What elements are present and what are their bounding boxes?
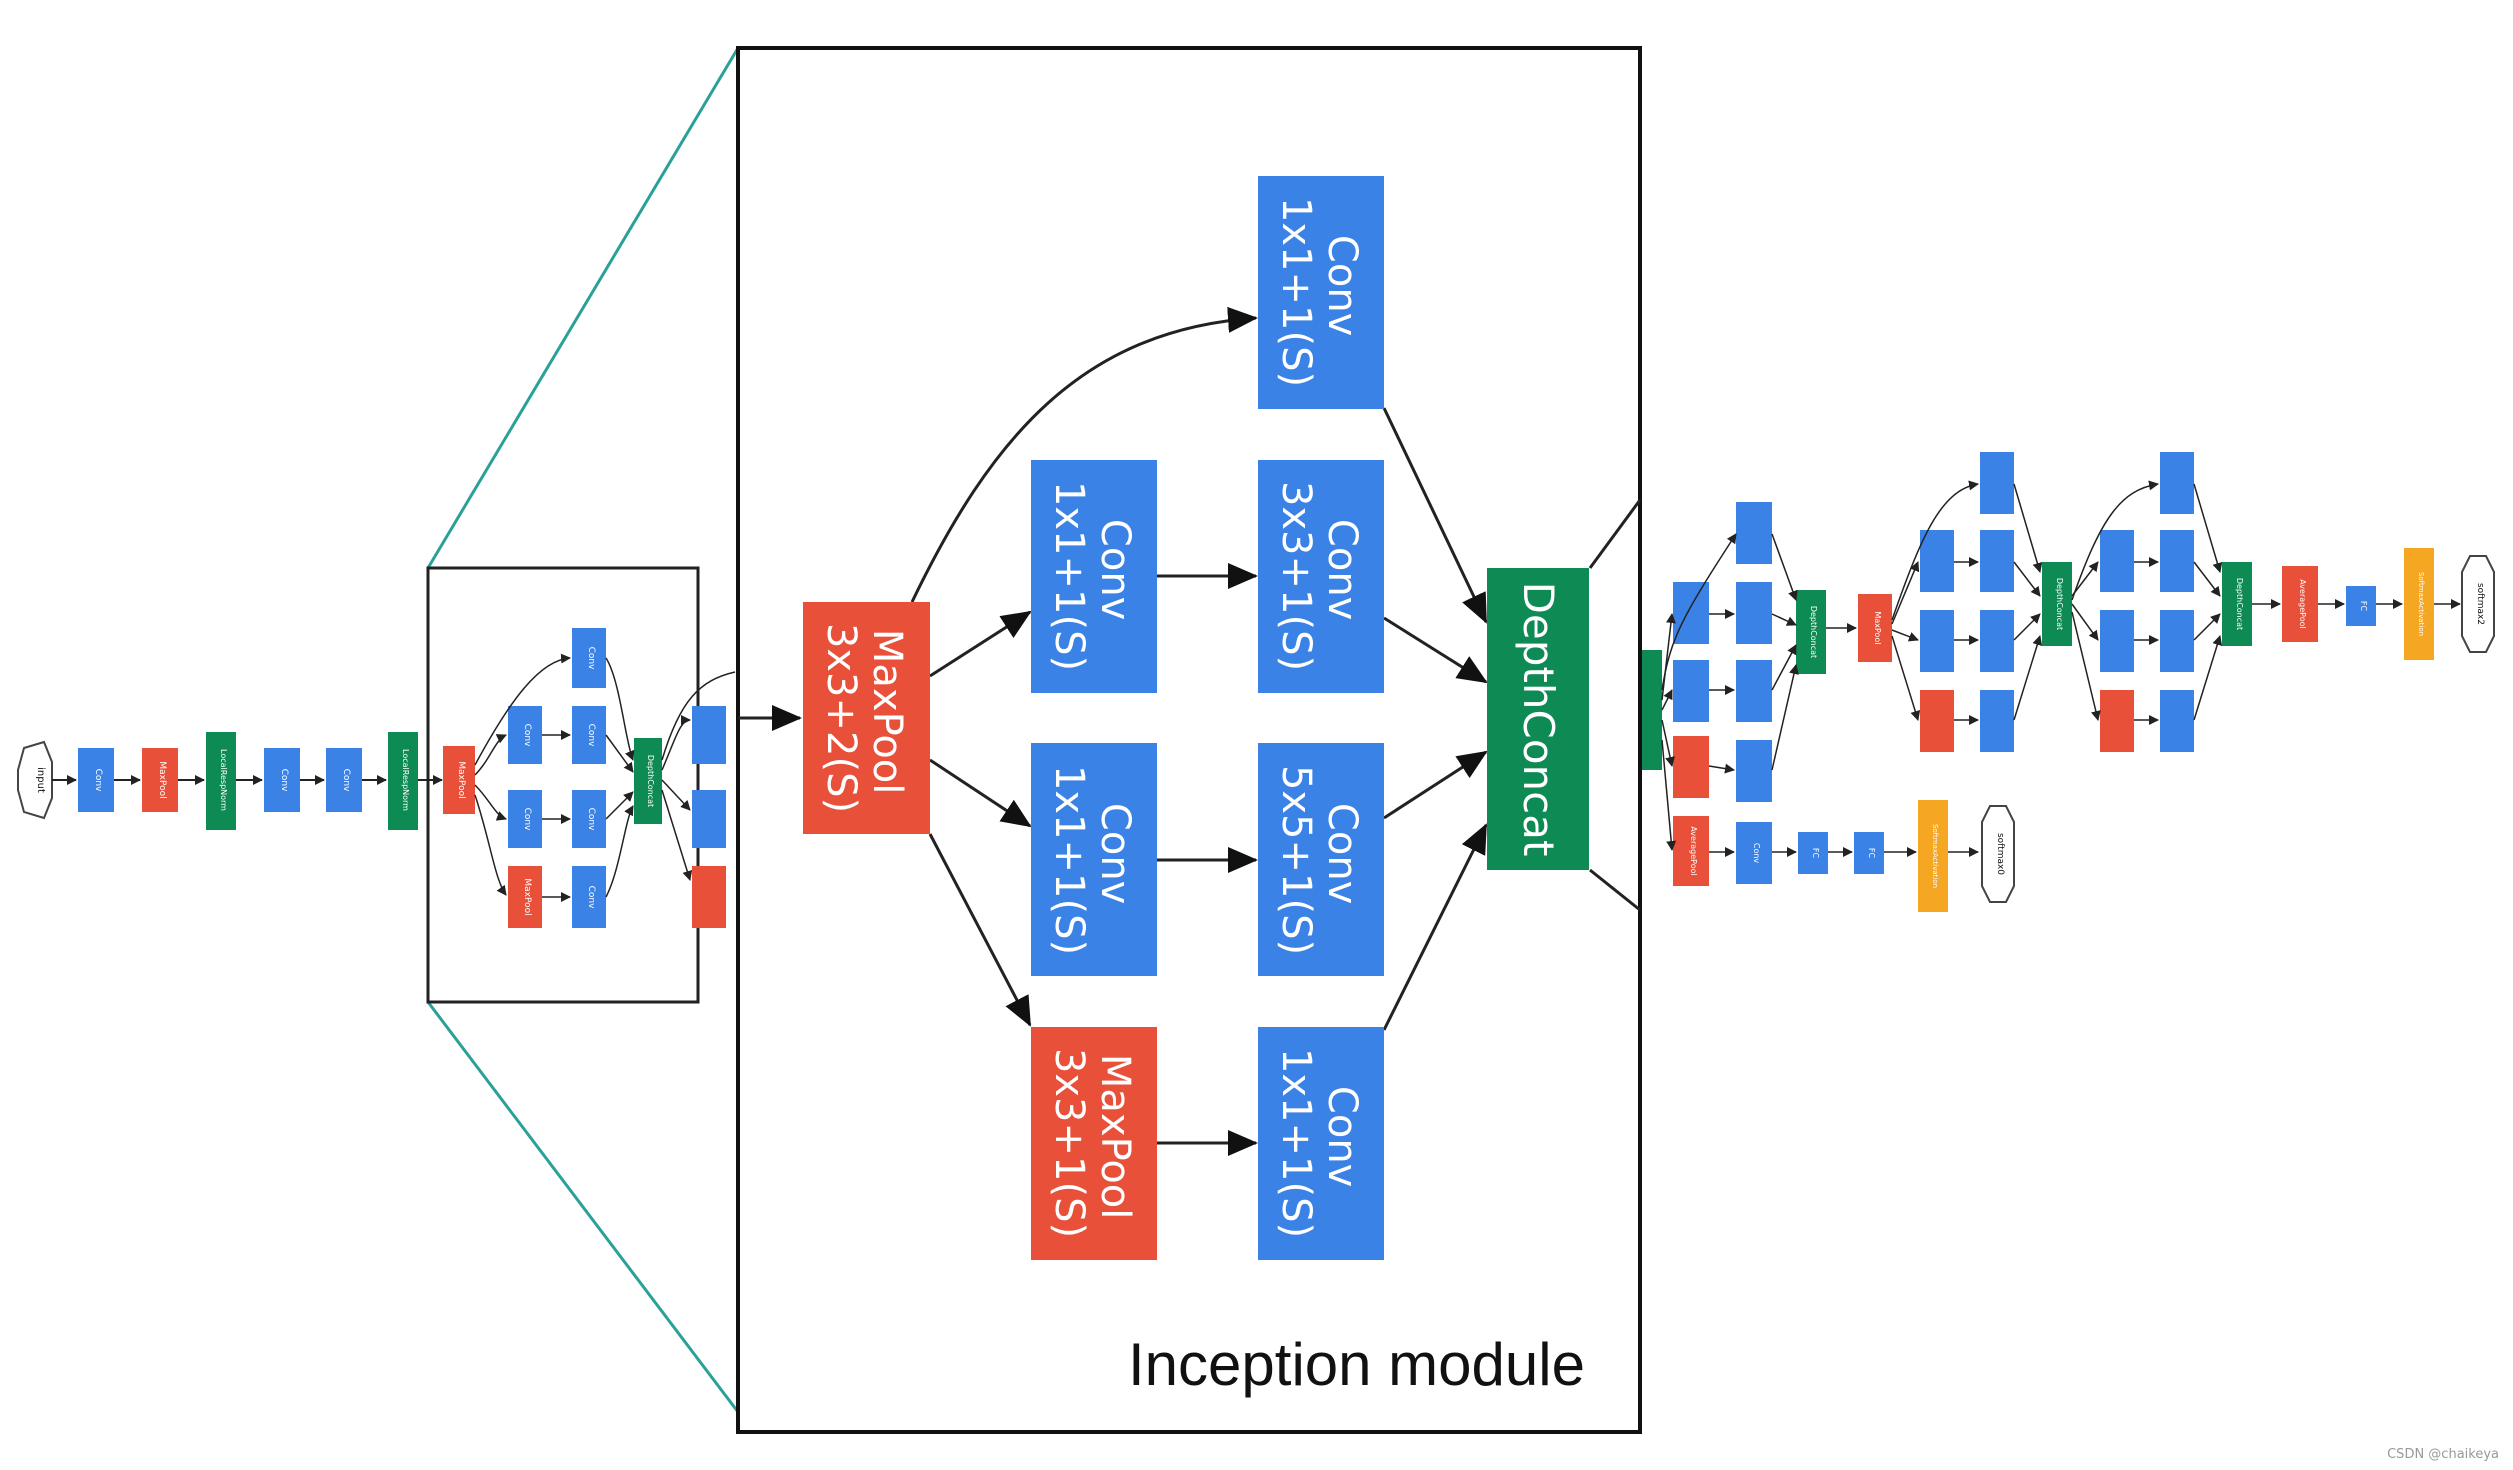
- mini-network-right: DepthConcat MaxPool AveragePool Conv FC …: [1642, 452, 2495, 912]
- conv-1x1-b-label: Conv 1x1+1(S): [1046, 765, 1138, 955]
- zoom-source-box: [426, 566, 700, 1004]
- svg-text:DepthConcat: DepthConcat: [2055, 578, 2064, 630]
- mini-lrn-1: [206, 732, 236, 830]
- maxpool-input-node: [803, 602, 930, 834]
- conv-5x5-node: [1258, 743, 1384, 976]
- svg-text:DepthConcat: DepthConcat: [2235, 578, 2244, 630]
- conv-3x3-label: Conv 3x3+1(S): [1273, 481, 1365, 671]
- mini-maxpool-1: [142, 748, 178, 812]
- mini-lrn-2-label: LocalRespNorm: [401, 749, 410, 811]
- conv-1x1-c-label: Conv 1x1+1(S): [1273, 1048, 1365, 1238]
- module-edges: [738, 306, 1642, 1156]
- svg-text:Conv: Conv: [586, 886, 596, 909]
- module-nodes: MaxPool 3x3+2(S) Conv 1x1+1(S) Conv 1x1+…: [803, 176, 1589, 1260]
- maxpool-input-label: MaxPool 3x3+2(S): [818, 623, 910, 813]
- svg-text:DepthConcat: DepthConcat: [646, 755, 655, 807]
- svg-text:SoftmaxActivation: SoftmaxActivation: [2417, 572, 2425, 636]
- final-softmax-activation: [2404, 548, 2434, 660]
- svg-text:MaxPool: MaxPool: [522, 878, 532, 915]
- conv-1x1-a-label: Conv 1x1+1(S): [1046, 481, 1138, 671]
- final-avgpool: [2282, 566, 2318, 642]
- maxpool-branch-node: [1031, 1027, 1157, 1260]
- mini-maxpool-1-label: MaxPool: [157, 761, 167, 798]
- svg-text:DepthConcat: DepthConcat: [1809, 606, 1818, 658]
- mini-conv-1-label: Conv: [93, 769, 103, 792]
- conv-1x1-top-label: Conv 1x1+1(S): [1273, 197, 1365, 387]
- svg-text:SoftmaxActivation: SoftmaxActivation: [1931, 824, 1939, 888]
- mini-conv-2: [264, 748, 300, 812]
- conv-1x1-top-node: [1258, 176, 1384, 409]
- svg-text:Conv: Conv: [586, 724, 596, 747]
- svg-text:MaxPool: MaxPool: [1873, 611, 1882, 644]
- depthconcat-node: [1487, 568, 1589, 870]
- mini-conv-1: [78, 748, 114, 812]
- svg-text:MaxPool: MaxPool: [456, 761, 466, 798]
- conv-1x1-c-node: [1258, 1027, 1384, 1260]
- mini-conv-3-label: Conv: [341, 769, 351, 792]
- conv-1x1-b-node: [1031, 743, 1157, 976]
- aux-softmax-activation: [1918, 800, 1948, 912]
- depthconcat-label: DepthConcat: [1514, 582, 1563, 857]
- mini-conv-3: [326, 748, 362, 812]
- mini-network-left: input Conv MaxPool LocalRespNorm Conv Co…: [17, 732, 443, 830]
- input-node: [17, 740, 53, 820]
- svg-text:Conv: Conv: [586, 647, 596, 670]
- final-fc: [2346, 586, 2376, 626]
- aux-avgpool: [1673, 816, 1709, 886]
- svg-text:Conv: Conv: [522, 724, 532, 747]
- softmax2-node: [2461, 555, 2495, 653]
- svg-text:AveragePool: AveragePool: [2298, 579, 2307, 628]
- svg-text:Conv: Conv: [1752, 843, 1761, 864]
- zoom-line-top: [426, 47, 740, 569]
- watermark: CSDN @chaikeya: [2387, 1447, 2499, 1462]
- softmax0-node: [1981, 805, 2015, 903]
- conv-3x3-node: [1258, 460, 1384, 693]
- svg-text:FC: FC: [1867, 848, 1876, 859]
- svg-text:FC: FC: [2359, 601, 2368, 612]
- svg-text:AveragePool: AveragePool: [1689, 826, 1698, 875]
- mini-lrn-2: [388, 732, 418, 830]
- module-title: Inception module: [1128, 1331, 1585, 1398]
- svg-text:Conv: Conv: [522, 808, 532, 831]
- mini-conv-2-label: Conv: [279, 769, 289, 792]
- mini-inception-left: MaxPool Conv Conv MaxPool Conv Conv Conv…: [443, 628, 736, 928]
- maxpool-branch-label: MaxPool 3x3+1(S): [1046, 1048, 1138, 1238]
- conv-5x5-label: Conv 5x5+1(S): [1273, 765, 1365, 955]
- mini-lrn-1-label: LocalRespNorm: [219, 749, 228, 811]
- svg-text:softmax2: softmax2: [2475, 583, 2485, 625]
- svg-text:Conv: Conv: [586, 808, 596, 831]
- conv-1x1-a-node: [1031, 460, 1157, 693]
- input-label: input: [35, 767, 46, 793]
- svg-text:softmax0: softmax0: [1995, 833, 2005, 875]
- zoom-line-bottom: [426, 1001, 740, 1413]
- svg-text:FC: FC: [1811, 848, 1820, 859]
